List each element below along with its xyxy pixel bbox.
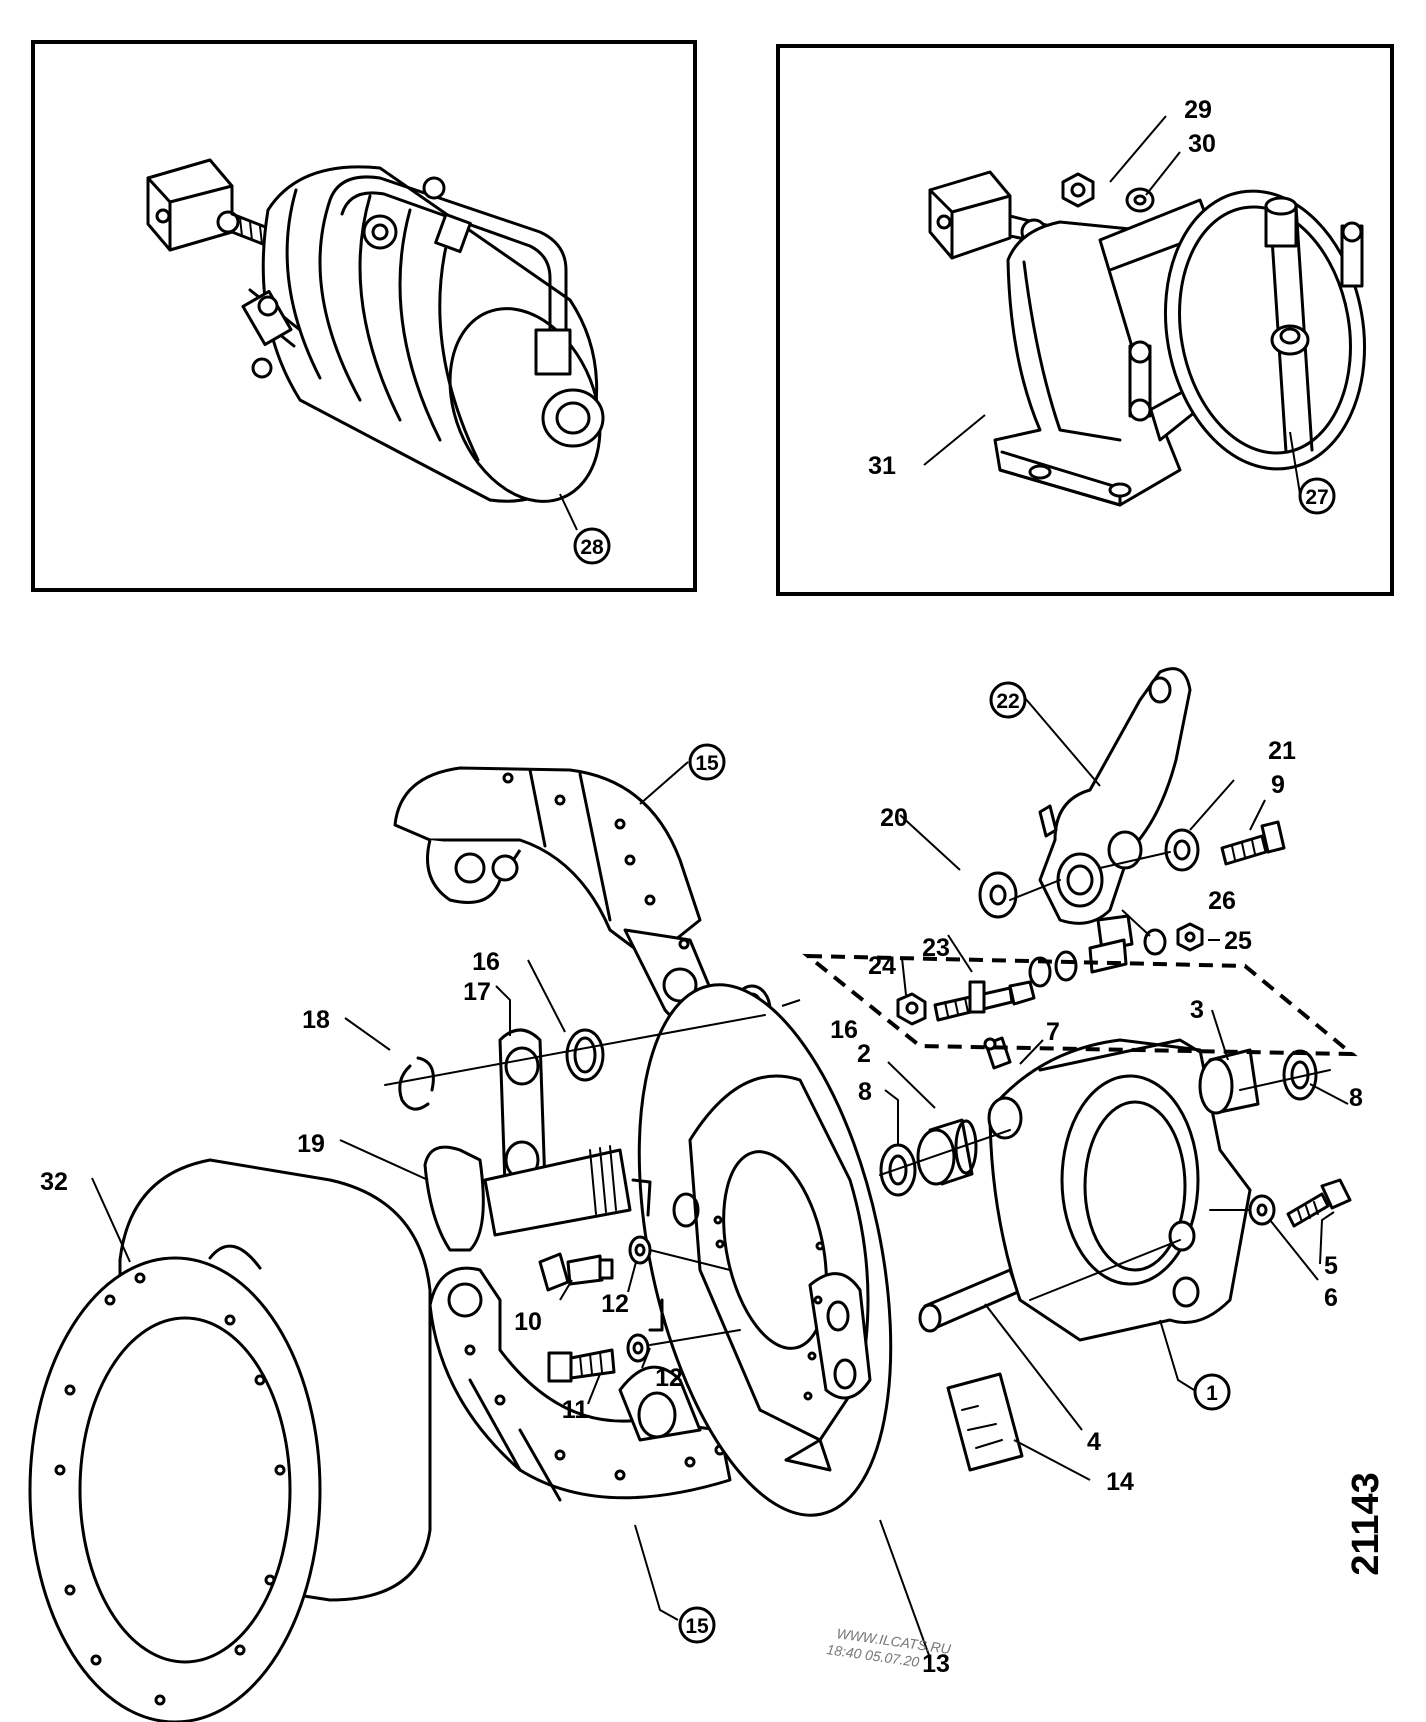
s-cam-shaft [423,1145,632,1252]
callout-10: 10 [514,1308,542,1336]
callout-22: 22 [996,690,1019,713]
leader-lines [91,115,1349,1659]
pin-4 [918,1268,1020,1333]
callout-5: 5 [1324,1252,1338,1280]
callout-16-right: 16 [830,1016,858,1044]
spring-brake-chamber-drawing [146,158,605,503]
callout-29: 29 [1184,96,1212,124]
bushing-3 [1198,1048,1260,1115]
adjuster-group-outline [802,953,1358,1057]
callout-25: 25 [1224,927,1252,955]
callout-27: 27 [1305,486,1328,509]
camshaft-bracket [987,1038,1252,1342]
callout-15-upper: 15 [695,752,719,775]
callout-12-upper: 12 [601,1290,629,1318]
callout-3: 3 [1190,996,1204,1024]
brake-shoe-lower [428,1266,732,1502]
backing-plate [637,983,893,1517]
seal-8-left [879,1143,917,1197]
bushing-2 [916,1118,978,1186]
bolt-5 [1286,1178,1352,1228]
bolt-11 [547,1348,616,1383]
callout-23: 23 [922,934,950,962]
nipple-fitting-10 [538,1252,614,1292]
brake-shoe-upper [393,766,717,1025]
slack-adjuster [1038,667,1192,952]
callout-20: 20 [880,804,908,832]
callout-6: 6 [1324,1284,1338,1312]
callout-8-right: 8 [1349,1084,1363,1112]
washer-12-lower [626,1333,650,1363]
callout-2: 2 [857,1040,871,1068]
callout-17: 17 [463,978,491,1006]
nut-25 [1176,922,1204,952]
inset-panel-brake-chamber-bracket [776,44,1394,596]
callout-12-lower: 12 [655,1364,683,1392]
callout-28: 28 [580,536,604,559]
seal-8-right [1282,1049,1318,1101]
callout-15-lower: 15 [685,1615,709,1638]
lock-nut-24 [896,992,927,1026]
callout-19: 19 [297,1130,325,1158]
callout-26: 26 [1208,887,1236,915]
callout-32: 32 [40,1168,68,1196]
bolt-9 [1220,820,1286,866]
callout-8-left: 8 [858,1078,872,1106]
dust-cover-14 [946,1372,1024,1472]
callout-1: 1 [1206,1382,1218,1405]
washer-12-upper [628,1235,652,1265]
callout-9: 9 [1271,771,1285,799]
callout-4: 4 [1087,1428,1101,1456]
callout-16-left: 16 [472,948,500,976]
washer-21 [1164,828,1200,872]
grease-nipple-7 [983,1036,1012,1070]
washer-20 [978,871,1018,919]
callout-11: 11 [562,1396,589,1424]
circlip [398,1056,435,1111]
inset-panel-spring-brake-chamber [31,40,697,592]
callout-21: 21 [1268,737,1296,765]
assembly-axis-lines [384,851,1331,1346]
callout-13: 13 [922,1650,950,1678]
figure-number: 21143 [1345,1472,1387,1576]
callout-18: 18 [302,1006,330,1034]
callout-31: 31 [868,452,896,480]
brake-chamber-bracket-drawing [928,170,1367,507]
callout-14: 14 [1106,1468,1134,1496]
callout-24: 24 [868,952,896,980]
callout-7: 7 [1046,1018,1060,1046]
adjusting-screw-23 [933,980,1036,1022]
seal-ring-16-left [565,1028,605,1082]
callout-circles [573,477,1336,1644]
brake-drum [28,1158,432,1722]
callout-labels: 28 27 22 15 15 1 29 30 31 21 9 20 26 25 … [40,96,1363,1678]
callout-30: 30 [1188,130,1216,158]
